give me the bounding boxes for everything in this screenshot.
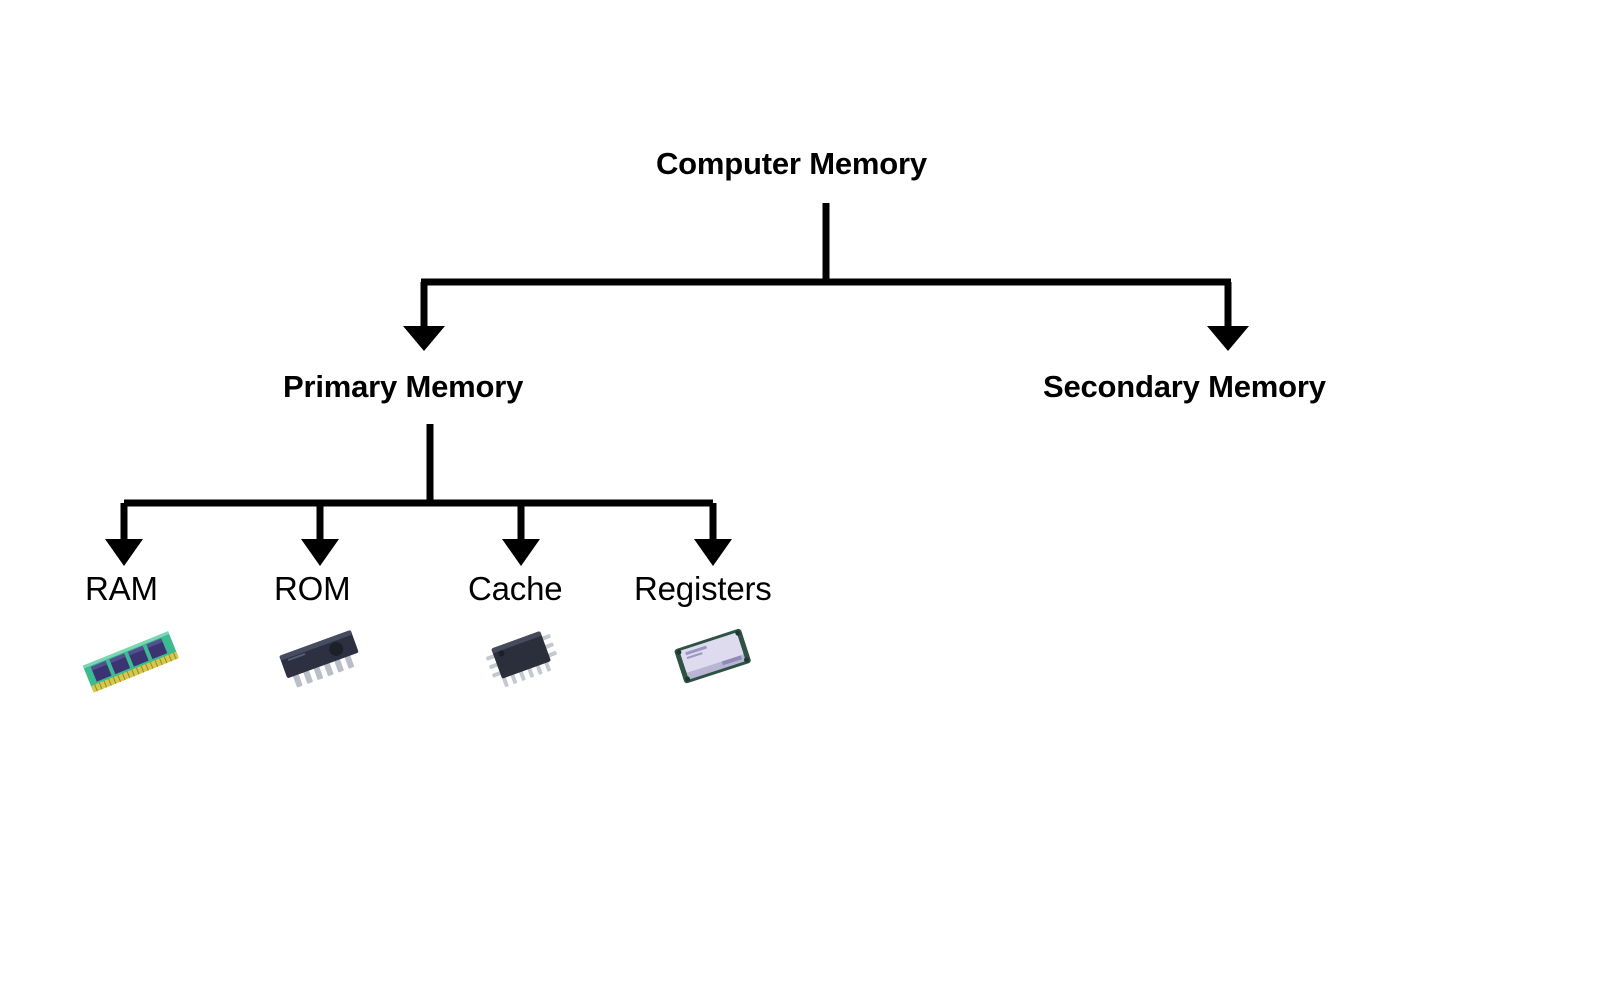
node-registers[interactable]: Registers bbox=[634, 570, 772, 607]
node-ram[interactable]: RAM bbox=[85, 570, 158, 607]
arrowhead-registers bbox=[694, 539, 732, 566]
arrowhead-cache bbox=[502, 539, 540, 566]
arrowhead-ram bbox=[105, 539, 143, 566]
arrowhead-secondary-memory bbox=[1207, 326, 1249, 351]
dip-chip-icon bbox=[272, 622, 368, 692]
qfp-chip-icon bbox=[478, 622, 570, 692]
ram-module-icon bbox=[74, 620, 184, 700]
arrowhead-rom bbox=[301, 539, 339, 566]
node-secondary-memory[interactable]: Secondary Memory bbox=[1043, 369, 1326, 404]
arrowhead-primary-memory bbox=[403, 326, 445, 351]
node-primary-memory[interactable]: Primary Memory bbox=[283, 369, 524, 404]
cpu-chip-icon bbox=[670, 622, 756, 692]
node-computer-memory[interactable]: Computer Memory bbox=[656, 146, 927, 181]
node-rom[interactable]: ROM bbox=[274, 570, 351, 607]
node-cache[interactable]: Cache bbox=[468, 570, 563, 607]
